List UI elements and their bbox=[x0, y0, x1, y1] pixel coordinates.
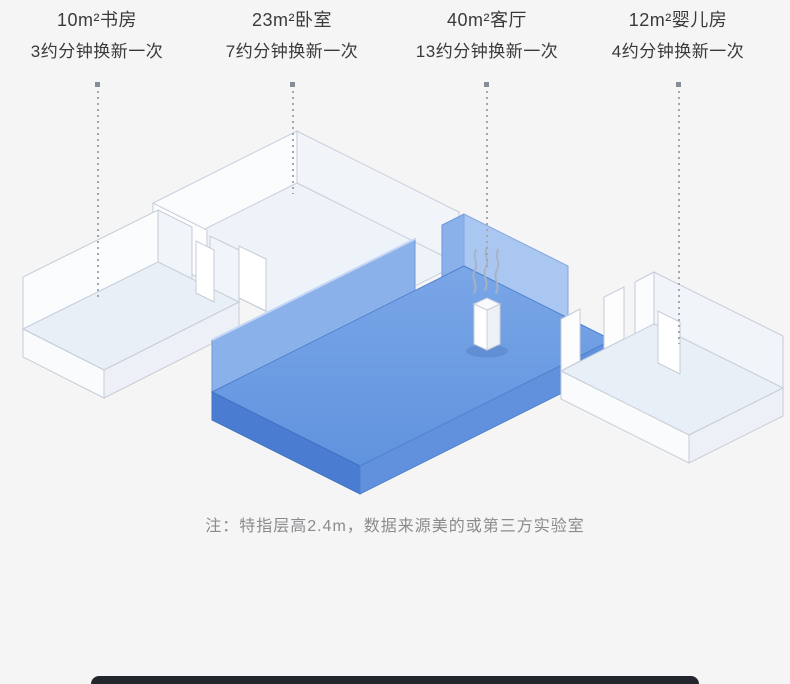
steam-line bbox=[472, 249, 478, 294]
leader-living-room bbox=[484, 82, 489, 269]
purifier-top-face bbox=[472, 297, 502, 311]
footer-bar bbox=[91, 676, 699, 684]
door-wall-stub bbox=[657, 310, 681, 375]
room-rate-text: 13约分钟换新一次 bbox=[415, 42, 559, 61]
room-area-text: 23m²卧室 bbox=[251, 10, 332, 30]
leader-line bbox=[485, 91, 488, 269]
footnote: 注：特指层高2.4m，数据来源美的或第三方实验室 bbox=[205, 518, 585, 535]
device-shadow bbox=[466, 344, 508, 358]
room-rate-text: 7约分钟换新一次 bbox=[225, 42, 359, 61]
leader-line bbox=[291, 91, 294, 194]
room-area-text: 12m²婴儿房 bbox=[628, 10, 728, 30]
leader-dot bbox=[95, 82, 100, 87]
leader-bedroom bbox=[290, 82, 295, 194]
wall bbox=[634, 271, 655, 335]
steam-line bbox=[494, 249, 500, 294]
wall-top-edge bbox=[211, 238, 416, 341]
room-label-study: 10m²书房 3约分钟换新一次 bbox=[0, 4, 217, 68]
purifier-right-face bbox=[486, 303, 501, 351]
room-rate-text: 3约分钟换新一次 bbox=[30, 42, 164, 61]
leader-dot bbox=[290, 82, 295, 87]
room-area-text: 40m²客厅 bbox=[446, 10, 527, 30]
air-purifier bbox=[472, 297, 502, 351]
door-wall-stub bbox=[560, 308, 581, 372]
door-wall-stub bbox=[603, 286, 625, 350]
leader-line bbox=[677, 91, 680, 344]
room-label-nursery: 12m²婴儿房 4约分钟换新一次 bbox=[558, 4, 790, 68]
study-shape bbox=[21, 209, 241, 399]
leader-dot bbox=[676, 82, 681, 87]
leader-study bbox=[95, 82, 100, 299]
leader-dot bbox=[484, 82, 489, 87]
leader-nursery bbox=[676, 82, 681, 344]
nursery-shape bbox=[559, 271, 785, 464]
room-label-living-room: 40m²客厅 13约分钟换新一次 bbox=[367, 4, 607, 68]
leader-line bbox=[96, 91, 99, 299]
room-area-text: 10m²书房 bbox=[56, 10, 137, 30]
floor-slab bbox=[688, 387, 784, 464]
room-label-bedroom: 23m²卧室 7约分钟换新一次 bbox=[172, 4, 412, 68]
door-wall-stub bbox=[195, 240, 215, 303]
purifier-left-face bbox=[473, 303, 488, 351]
living-room-shape bbox=[210, 213, 614, 495]
floorplan-illustration bbox=[21, 130, 785, 495]
room-rate-text: 4约分钟换新一次 bbox=[611, 42, 745, 61]
